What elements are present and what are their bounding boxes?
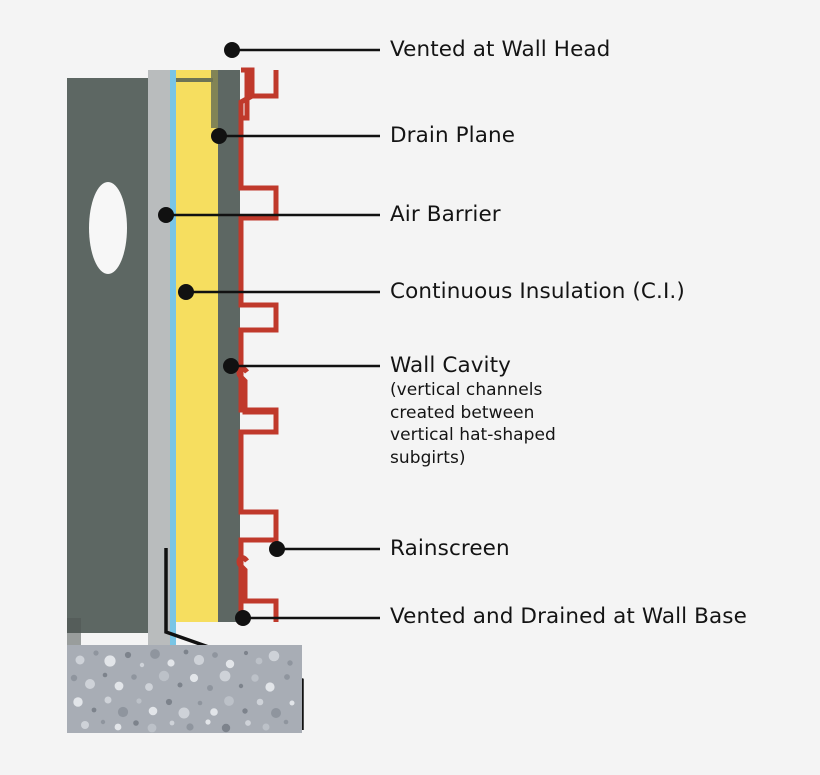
callout-label-vented-at-wall-head: Vented at Wall Head <box>390 39 610 61</box>
insulation-top-edge-strip <box>176 78 213 82</box>
wall-opening-ellipse <box>89 182 127 274</box>
insulation-top-notch <box>211 70 218 128</box>
rainscreen-base-subgirt-hook <box>236 555 279 622</box>
callout-title-drain-plane: Drain Plane <box>390 123 516 148</box>
callout-title-rainscreen: Rainscreen <box>390 536 510 561</box>
callout-title-vented-and-drained-at-wall-base: Vented and Drained at Wall Base <box>390 604 747 629</box>
callout-subline-wall-cavity-0: (vertical channels <box>390 380 543 400</box>
callout-title-air-barrier: Air Barrier <box>390 202 501 227</box>
callout-subline-wall-cavity-3: subgirts) <box>390 447 466 468</box>
callout-title-vented-at-wall-head: Vented at Wall Head <box>390 37 611 62</box>
leader-dot-drain-plane[interactable] <box>211 128 227 144</box>
concrete-foundation <box>67 645 302 733</box>
air-barrier-membrane-layer <box>170 70 176 645</box>
callout-title-continuous-insulation: Continuous Insulation (C.I.) <box>390 279 685 304</box>
structural-wall-base-inset <box>67 618 81 645</box>
leader-dot-vented-at-wall-head[interactable] <box>224 42 240 58</box>
continuous-insulation-layer <box>176 70 218 622</box>
callout-label-vented-and-drained-at-wall-base: Vented and Drained at Wall Base <box>390 606 747 628</box>
leader-dot-vented-and-drained-at-wall-base[interactable] <box>235 610 251 626</box>
wall-layer-stack <box>67 70 240 645</box>
callout-label-continuous-insulation: Continuous Insulation (C.I.) <box>390 281 685 303</box>
rainscreen-profile-group <box>236 67 279 625</box>
leader-dot-air-barrier[interactable] <box>158 207 174 223</box>
concrete-aggregate-speckles <box>70 649 295 733</box>
leader-dot-continuous-insulation[interactable] <box>178 284 194 300</box>
callout-leaders <box>158 42 380 626</box>
rainscreen-panel-run <box>238 67 279 625</box>
callout-label-air-barrier: Air Barrier <box>390 204 501 226</box>
callout-label-drain-plane: Drain Plane <box>390 125 515 147</box>
callout-title-wall-cavity: Wall Cavity <box>390 353 511 378</box>
callout-subline-wall-cavity-2: vertical hat-shaped <box>390 425 556 445</box>
leader-dot-rainscreen[interactable] <box>269 541 285 557</box>
rainscreen-mid-subgirt-hook <box>236 366 279 432</box>
structural-wall-layer <box>67 78 148 633</box>
callout-label-rainscreen: Rainscreen <box>390 538 510 560</box>
exterior-sheathing-layer <box>218 70 240 622</box>
callout-subline-wall-cavity-1: created between <box>390 402 535 423</box>
leader-dot-wall-cavity[interactable] <box>223 358 239 374</box>
insulation-top-detail <box>176 70 218 128</box>
